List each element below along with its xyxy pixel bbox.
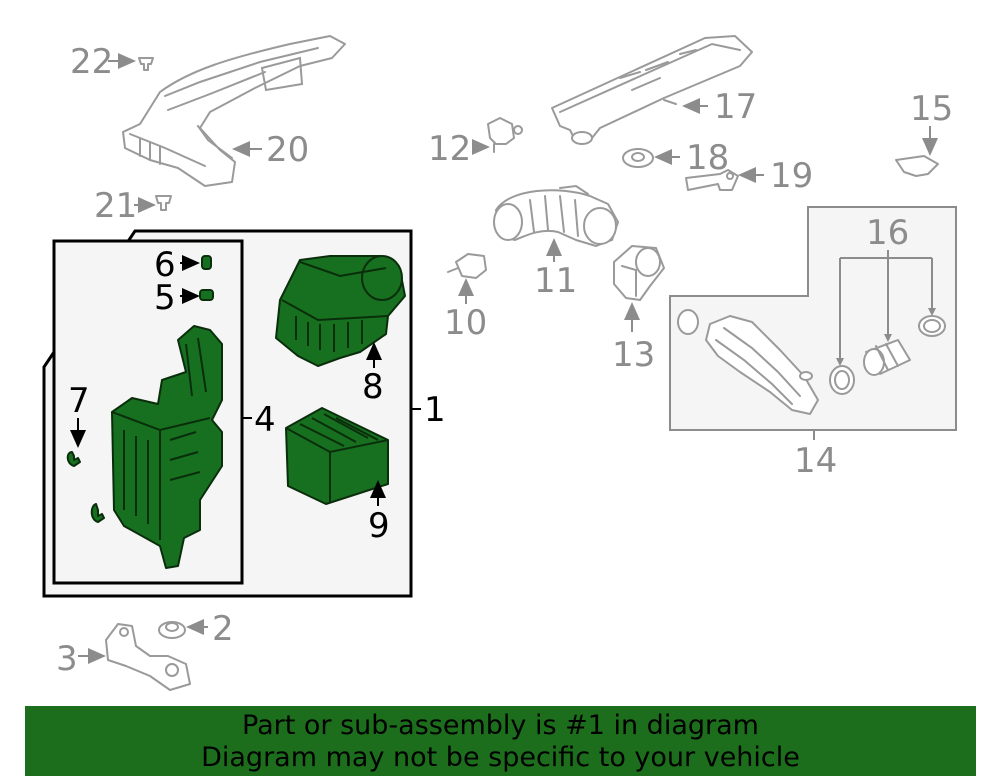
part-2-grommet[interactable]: [158, 621, 186, 639]
callout-6: 6: [154, 245, 176, 285]
callout-22: 22: [70, 42, 113, 82]
group-14-outline: [669, 206, 957, 431]
callout-1: 1: [424, 390, 446, 430]
callout-8: 8: [362, 367, 384, 407]
part-20-air-duct[interactable]: [122, 35, 346, 187]
banner-line-2: Diagram may not be specific to your vehi…: [201, 742, 800, 773]
leader-lines: [70, 53, 938, 664]
part-8-upper-housing[interactable]: [275, 255, 406, 367]
part-17-cover[interactable]: [551, 35, 753, 145]
part-11-intake-hose[interactable]: [493, 184, 619, 247]
part-5-grommet[interactable]: [199, 289, 214, 301]
part-21-clip[interactable]: [155, 195, 172, 211]
callout-4: 4: [254, 400, 276, 440]
callout-12: 12: [428, 129, 471, 169]
part-19-bracket[interactable]: [685, 169, 739, 191]
banner-line-1: Part or sub-assembly is #1 in diagram: [242, 710, 759, 741]
callout-10: 10: [444, 303, 487, 343]
callout-16: 16: [866, 213, 909, 253]
callout-17: 17: [714, 87, 757, 127]
part-6-clip[interactable]: [201, 255, 212, 270]
parts-diagram: 1 2 3 4 5 6 7 8 9 10 11 12 13 14 15 16 1…: [42, 35, 957, 691]
callout-15: 15: [910, 89, 953, 129]
callout-11: 11: [534, 261, 577, 301]
callout-7: 7: [68, 381, 90, 421]
part-10-sensor[interactable]: [447, 253, 487, 279]
part-14-hose[interactable]: [677, 309, 819, 415]
part-22-clip[interactable]: [138, 57, 154, 71]
callout-20: 20: [266, 130, 309, 170]
part-16-clamps[interactable]: [829, 315, 946, 395]
callout-2: 2: [212, 609, 234, 649]
part-9-filter[interactable]: [285, 407, 389, 505]
callout-numbers: 1 2 3 4 5 6 7 8 9 10 11 12 13 14 15 16 1…: [56, 42, 953, 679]
part-7-hooks[interactable]: [66, 451, 105, 523]
callout-21: 21: [94, 186, 137, 226]
part-12-sensor[interactable]: [487, 117, 523, 153]
callout-18: 18: [686, 138, 729, 178]
callout-19: 19: [770, 156, 813, 196]
part-18-grommet[interactable]: [622, 148, 654, 168]
callout-5: 5: [154, 278, 176, 318]
part-4-lower-housing[interactable]: [111, 325, 223, 569]
callout-9: 9: [368, 506, 390, 546]
part-15-clip[interactable]: [895, 155, 939, 177]
callout-13: 13: [612, 335, 655, 375]
callout-3: 3: [56, 639, 78, 679]
callout-14: 14: [794, 441, 837, 481]
part-13-housing[interactable]: [613, 245, 665, 301]
info-banner: Part or sub-assembly is #1 in diagram Di…: [25, 706, 976, 776]
part-3-bracket[interactable]: [105, 623, 191, 691]
